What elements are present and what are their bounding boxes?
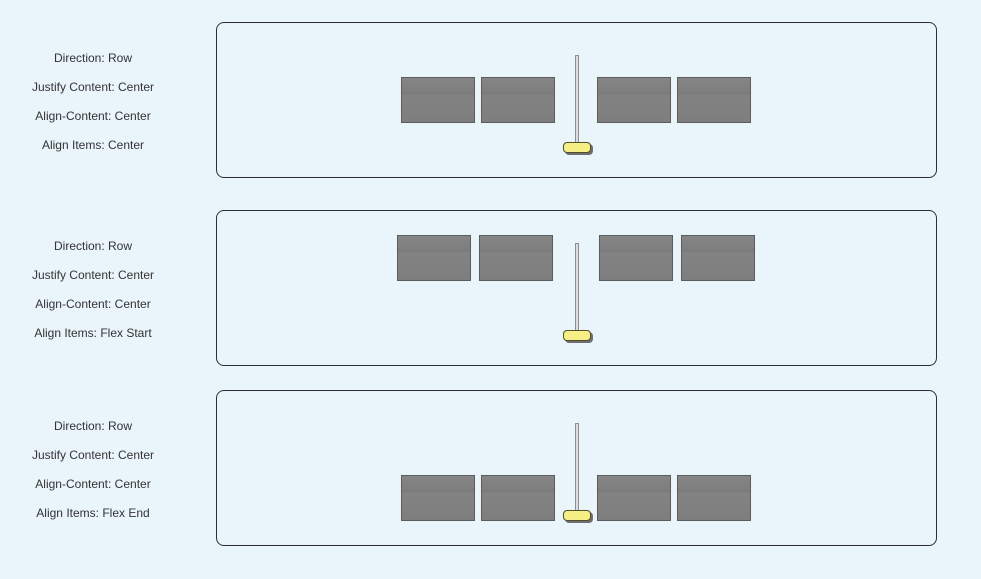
justify-content-label: Justify Content: Center (31, 448, 155, 462)
align-items-label: Align Items: Flex Start (34, 326, 152, 340)
flex-item (677, 475, 751, 521)
justify-content-label: Justify Content: Center (31, 268, 155, 282)
flex-item (481, 475, 555, 521)
justify-content-label: Justify Content: Center (31, 80, 155, 94)
direction-label: Direction: Row (53, 239, 133, 253)
direction-label: Direction: Row (53, 419, 133, 433)
settings-labels-2: Direction: Row Justify Content: Center A… (0, 239, 186, 355)
slider-track[interactable] (575, 55, 579, 143)
flex-item (397, 235, 471, 281)
slider-knob[interactable] (563, 510, 591, 521)
slider-knob[interactable] (563, 142, 591, 153)
align-content-label: Align-Content: Center (35, 109, 151, 123)
flex-container-3 (216, 390, 937, 546)
flex-item (597, 77, 671, 123)
flex-item (401, 475, 475, 521)
flex-item (681, 235, 755, 281)
slider-track[interactable] (575, 423, 579, 511)
flex-item (479, 235, 553, 281)
flex-item (597, 475, 671, 521)
flex-item (401, 77, 475, 123)
settings-labels-1: Direction: Row Justify Content: Center A… (0, 51, 186, 167)
align-items-label: Align Items: Flex End (36, 506, 150, 520)
settings-labels-3: Direction: Row Justify Content: Center A… (0, 419, 186, 535)
flex-container-1 (216, 22, 937, 178)
slider-track[interactable] (575, 243, 579, 331)
direction-label: Direction: Row (53, 51, 133, 65)
flex-item (677, 77, 751, 123)
align-items-label: Align Items: Center (41, 138, 145, 152)
align-content-label: Align-Content: Center (35, 477, 151, 491)
flex-item (599, 235, 673, 281)
flex-item (481, 77, 555, 123)
slider-knob[interactable] (563, 330, 591, 341)
align-content-label: Align-Content: Center (35, 297, 151, 311)
flex-container-2 (216, 210, 937, 366)
